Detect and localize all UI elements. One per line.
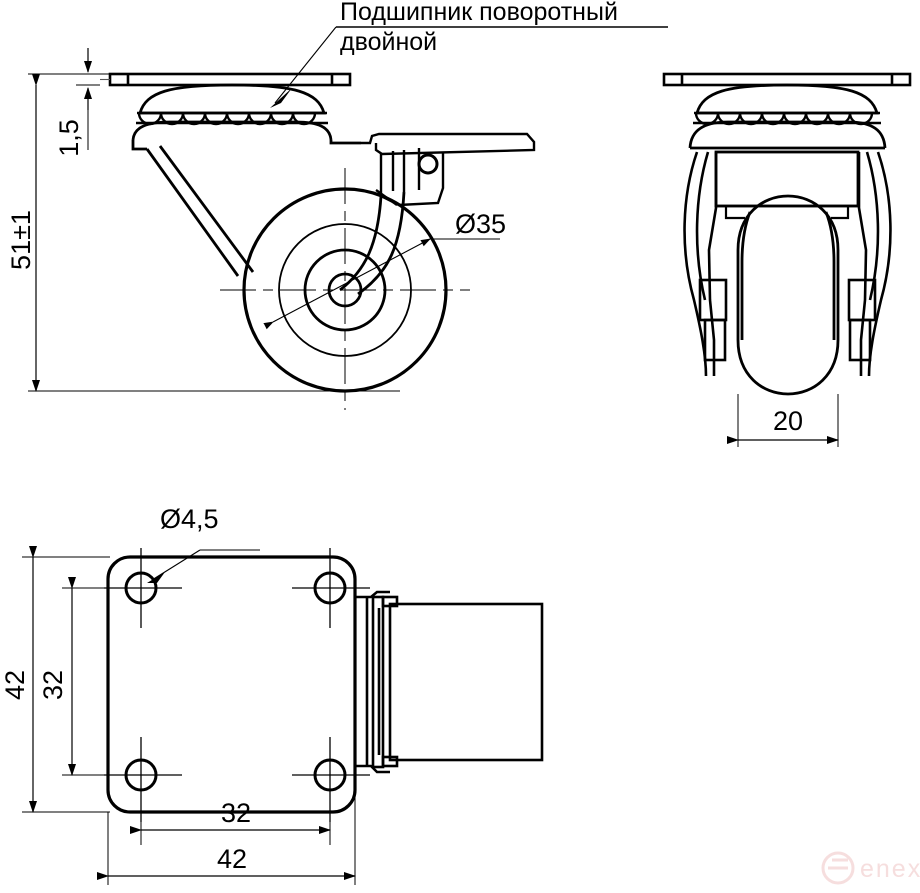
total-height-label: 51±1 — [6, 210, 36, 270]
swivel-yoke-front — [688, 120, 887, 208]
wheel-diameter-dimension: Ø35 — [263, 209, 506, 330]
hole-centerlines — [104, 548, 370, 822]
fork-arm — [145, 145, 255, 277]
front-elevation-view: 20 — [662, 72, 912, 447]
bearing-upper-race — [138, 83, 326, 115]
mounting-plate-side — [100, 72, 352, 87]
fork-leg-right — [339, 191, 406, 296]
wheel-width-dimension: 20 — [727, 394, 839, 447]
bolt-holes-group — [124, 571, 347, 792]
wheel-housing-plan — [353, 590, 544, 774]
wheel-diameter-label: Ø35 — [455, 209, 506, 239]
watermark-text: enex — [860, 855, 920, 883]
fork-leg-right-front — [847, 151, 892, 377]
bearing-label-line2: двойной — [340, 28, 437, 56]
hole-spacing-y-label: 32 — [38, 670, 68, 700]
total-height-dimension: 51±1 — [6, 73, 130, 392]
wheel-width-label: 20 — [773, 406, 803, 436]
side-elevation-view: Ø35 51±1 1,5 — [6, 48, 536, 410]
hole-diameter-label: Ø4,5 — [160, 504, 219, 534]
plate-depth-label: 42 — [0, 670, 30, 700]
swivel-yoke-body — [131, 120, 361, 151]
plate-width-dimension: 42 — [97, 790, 356, 885]
plate-thickness-dimension: 1,5 — [54, 48, 100, 157]
bearing-label-line1: Подшипник поворотный — [340, 0, 618, 26]
hole-spacing-y-dimension: 32 — [38, 577, 130, 776]
brake-lever — [361, 132, 536, 207]
hole-spacing-x-label: 32 — [221, 798, 251, 828]
plate-thickness-label: 1,5 — [54, 119, 84, 157]
leader-lines-group — [270, 26, 668, 108]
fork-leg-left-front — [683, 151, 728, 377]
watermark: enex — [821, 851, 920, 885]
mounting-plate-front — [662, 72, 912, 87]
plate-depth-dimension: 42 — [0, 546, 110, 813]
plate-width-label: 42 — [217, 844, 247, 874]
hole-spacing-x-dimension: 32 — [130, 798, 331, 845]
bearing-upper-race-front — [695, 83, 879, 115]
wheel-front — [736, 194, 840, 396]
plan-view: Ø4,5 42 32 32 42 — [0, 504, 544, 885]
hole-diameter-dimension: Ø4,5 — [147, 504, 260, 583]
wheel-mount-detail — [716, 204, 858, 220]
